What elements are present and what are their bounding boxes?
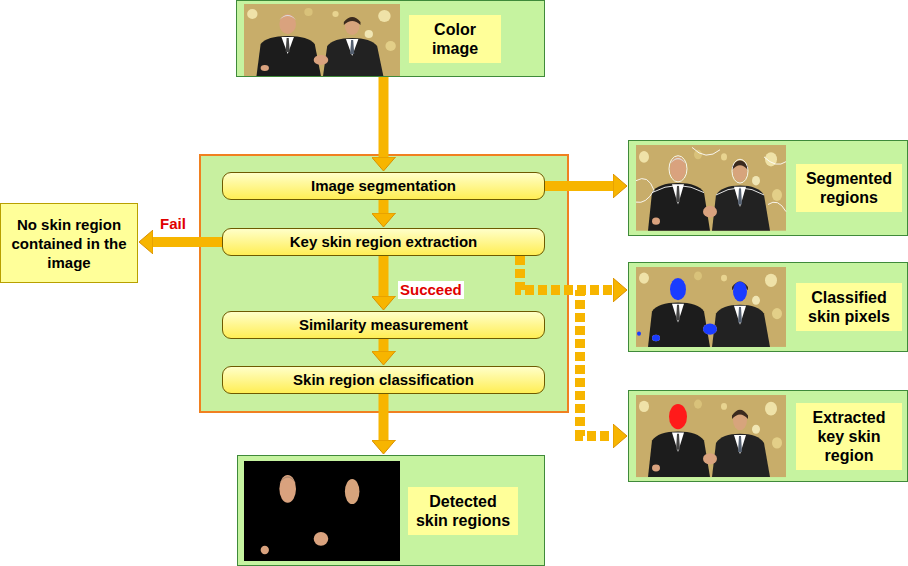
input-panel: Color image — [236, 0, 545, 77]
classified-photo — [636, 267, 786, 347]
process-box: Skin region classification — [222, 366, 545, 394]
flow-arrow — [379, 394, 389, 441]
flow-arrow — [379, 200, 389, 214]
key-region-photo — [636, 395, 786, 477]
segment-line — [732, 159, 748, 183]
skin-hand — [261, 546, 269, 554]
segment-lines — [636, 147, 786, 211]
segment-line — [716, 188, 764, 195]
skin-face — [279, 475, 296, 503]
flow-arrow — [152, 237, 222, 247]
process-box: Image segmentation — [222, 172, 545, 200]
output-panel: Detected skin regions — [237, 455, 545, 566]
process-box: Similarity measurement — [222, 311, 545, 339]
output-panel: Extracted key skin region — [628, 390, 908, 482]
photo — [636, 395, 786, 477]
skin-pixels — [637, 278, 747, 341]
panel-label: Color image — [409, 15, 501, 63]
segment-line — [692, 147, 720, 155]
flow-arrow — [520, 256, 614, 436]
skin-blob — [703, 324, 717, 335]
panel-ground — [237, 455, 545, 566]
box-label: Image segmentation — [305, 177, 462, 195]
skin-hands — [314, 532, 329, 546]
box-label: Skin region classification — [287, 371, 480, 389]
panel-ground — [628, 390, 908, 482]
panel-ground — [628, 140, 908, 236]
edge-label: Fail — [158, 215, 188, 233]
key-skin-blob — [669, 404, 687, 429]
edge-label: Succeed — [398, 281, 464, 299]
segment-line — [764, 157, 786, 164]
process-box: Key skin region extraction — [222, 228, 545, 256]
photo — [636, 267, 786, 347]
skin-blob — [652, 335, 660, 342]
box-label: No skin region contained in the image — [1, 211, 137, 276]
result-box: No skin region contained in the image — [0, 203, 138, 283]
flow-arrow — [545, 181, 614, 191]
skin-hair — [279, 476, 296, 483]
segment-line — [636, 179, 654, 203]
detected-photo — [244, 461, 400, 561]
segment-line — [669, 156, 687, 182]
panel-label: Extracted key skin region — [796, 403, 902, 470]
output-panel: Segmented regions — [628, 140, 908, 236]
panel-label: Detected skin regions — [408, 487, 518, 535]
segment-line — [768, 202, 786, 212]
panel-ground — [628, 262, 908, 352]
segment-line — [652, 185, 704, 192]
skin-blob — [637, 331, 641, 335]
skin-blob — [670, 278, 686, 300]
panel-label: Classified skin pixels — [796, 283, 902, 331]
flow-arrow — [379, 339, 389, 352]
panel-label: Segmented regions — [796, 164, 902, 212]
flow-arrow — [379, 77, 389, 158]
flow-arrow — [520, 256, 614, 290]
photo — [636, 145, 786, 231]
flow-arrow — [379, 256, 389, 297]
box-label: Key skin region extraction — [284, 233, 484, 251]
output-panel: Classified skin pixels — [628, 262, 908, 352]
color-photo — [244, 4, 400, 76]
skin-face — [345, 479, 360, 504]
segmented-photo — [636, 145, 786, 231]
panel-ground — [236, 0, 545, 77]
process-container — [200, 155, 568, 412]
detected-skin — [261, 475, 360, 554]
box-label: Similarity measurement — [293, 316, 474, 334]
skin-blob — [733, 281, 747, 301]
